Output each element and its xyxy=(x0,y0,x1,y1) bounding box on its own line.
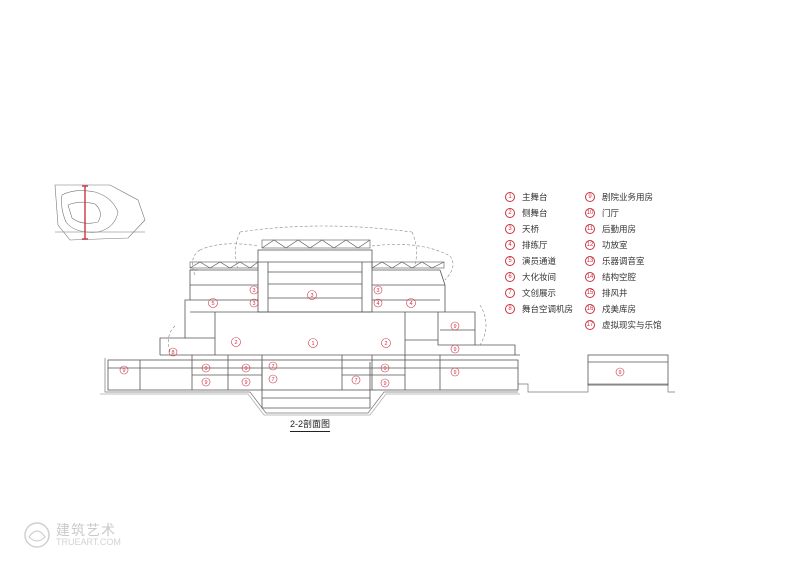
legend-item: 14 结构空腔 xyxy=(585,270,636,284)
svg-text:3: 3 xyxy=(252,301,255,307)
legend-item: 9 剧院业务用房 xyxy=(585,190,653,204)
legend-label: 演员通道 xyxy=(522,256,557,266)
svg-text:3: 3 xyxy=(310,293,313,299)
legend-number: 17 xyxy=(585,320,595,330)
legend-label: 侧舞台 xyxy=(522,208,548,218)
svg-text:2: 2 xyxy=(234,340,237,346)
legend-label: 主舞台 xyxy=(522,192,548,202)
svg-text:9: 9 xyxy=(453,347,456,353)
legend-item: 1 主舞台 xyxy=(505,190,548,204)
annex-building xyxy=(587,354,669,386)
svg-text:1: 1 xyxy=(311,341,314,347)
legend-label: 文创展示 xyxy=(522,288,557,298)
legend-item: 11 后勤用房 xyxy=(585,222,636,236)
legend-number: 14 xyxy=(585,272,595,282)
svg-text:9: 9 xyxy=(204,380,207,386)
legend-number: 1 xyxy=(505,192,515,202)
svg-text:4: 4 xyxy=(376,301,379,307)
legend-label: 乐器调音室 xyxy=(602,256,645,266)
legend-number: 8 xyxy=(505,304,515,314)
svg-text:9: 9 xyxy=(383,366,386,372)
watermark-text-en: TRUEART.COM xyxy=(56,536,121,547)
legend-number: 12 xyxy=(585,240,595,250)
legend-number: 3 xyxy=(505,224,515,234)
legend-number: 10 xyxy=(585,208,595,218)
legend-label: 天桥 xyxy=(522,224,540,234)
legend-item: 16 戍美库房 xyxy=(585,302,636,316)
svg-text:8: 8 xyxy=(171,350,174,356)
svg-text:9: 9 xyxy=(244,380,247,386)
legend-number: 7 xyxy=(505,288,515,298)
building-outline xyxy=(107,249,520,409)
legend-item: 12 功放室 xyxy=(585,238,628,252)
svg-text:3: 3 xyxy=(252,288,255,294)
drawing-caption: 2-2剖面图 xyxy=(290,417,331,432)
roof-truss xyxy=(189,239,445,269)
legend-item: 15 排风井 xyxy=(585,286,628,300)
ground-line xyxy=(100,358,675,416)
legend-item: 8 舞台空调机房 xyxy=(505,302,573,316)
legend-label: 后勤用房 xyxy=(602,224,637,234)
svg-text:3: 3 xyxy=(376,288,379,294)
legend-label: 虚拟现实与乐馆 xyxy=(602,320,662,330)
legend-item: 7 文创展示 xyxy=(505,286,556,300)
watermark: 建筑艺术 TRUEART.COM xyxy=(22,517,121,553)
legend-item: 6 大化妆间 xyxy=(505,270,556,284)
legend-label: 大化妆间 xyxy=(522,272,557,282)
svg-text:7: 7 xyxy=(271,377,274,383)
legend-item: 17 虚拟现实与乐馆 xyxy=(585,318,662,332)
svg-text:9: 9 xyxy=(244,366,247,372)
legend-item: 5 演员通道 xyxy=(505,254,556,268)
legend-item: 3 天桥 xyxy=(505,222,539,236)
svg-text:9: 9 xyxy=(383,381,386,387)
watermark-text-cn: 建筑艺术 xyxy=(56,521,116,538)
svg-text:9: 9 xyxy=(618,370,621,376)
legend-label: 排风井 xyxy=(602,288,628,298)
watermark-logo-icon xyxy=(24,522,50,548)
legend-item: 4 排练厅 xyxy=(505,238,548,252)
svg-text:7: 7 xyxy=(271,364,274,370)
legend-label: 剧院业务用房 xyxy=(602,192,654,202)
outer-skin xyxy=(168,225,487,353)
legend-number: 15 xyxy=(585,288,595,298)
svg-text:9: 9 xyxy=(122,368,125,374)
legend-number: 6 xyxy=(505,272,515,282)
svg-text:5: 5 xyxy=(211,301,214,307)
legend: 1 主舞台 2 侧舞台 3 天桥 4 排练厅 5 演员通道 6 大化妆间 7 文创展示 8 舞台空调机房 9 剧院… xyxy=(505,190,685,335)
svg-text:9: 9 xyxy=(453,324,456,330)
svg-text:4: 4 xyxy=(409,301,412,307)
legend-label: 舞台空调机房 xyxy=(522,304,574,314)
legend-label: 戍美库房 xyxy=(602,304,637,314)
legend-number: 9 xyxy=(585,192,595,202)
legend-label: 结构空腔 xyxy=(602,272,637,282)
legend-number: 4 xyxy=(505,240,515,250)
legend-item: 2 侧舞台 xyxy=(505,206,548,220)
legend-item: 10 门厅 xyxy=(585,206,619,220)
legend-label: 门厅 xyxy=(602,208,620,218)
svg-text:7: 7 xyxy=(354,378,357,384)
svg-text:9: 9 xyxy=(453,370,456,376)
legend-number: 11 xyxy=(585,224,595,234)
legend-item: 13 乐器调音室 xyxy=(585,254,645,268)
legend-number: 16 xyxy=(585,304,595,314)
legend-label: 排练厅 xyxy=(522,240,548,250)
legend-number: 13 xyxy=(585,256,595,266)
room-markers: 1 2 2 3 5 4 3 3 3 4 8 9 9 9 9 9 9 9 7 7 … xyxy=(119,285,625,388)
svg-text:2: 2 xyxy=(384,341,387,347)
legend-number: 5 xyxy=(505,256,515,266)
legend-number: 2 xyxy=(505,208,515,218)
svg-text:9: 9 xyxy=(204,366,207,372)
legend-label: 功放室 xyxy=(602,240,628,250)
key-plan xyxy=(54,184,146,241)
